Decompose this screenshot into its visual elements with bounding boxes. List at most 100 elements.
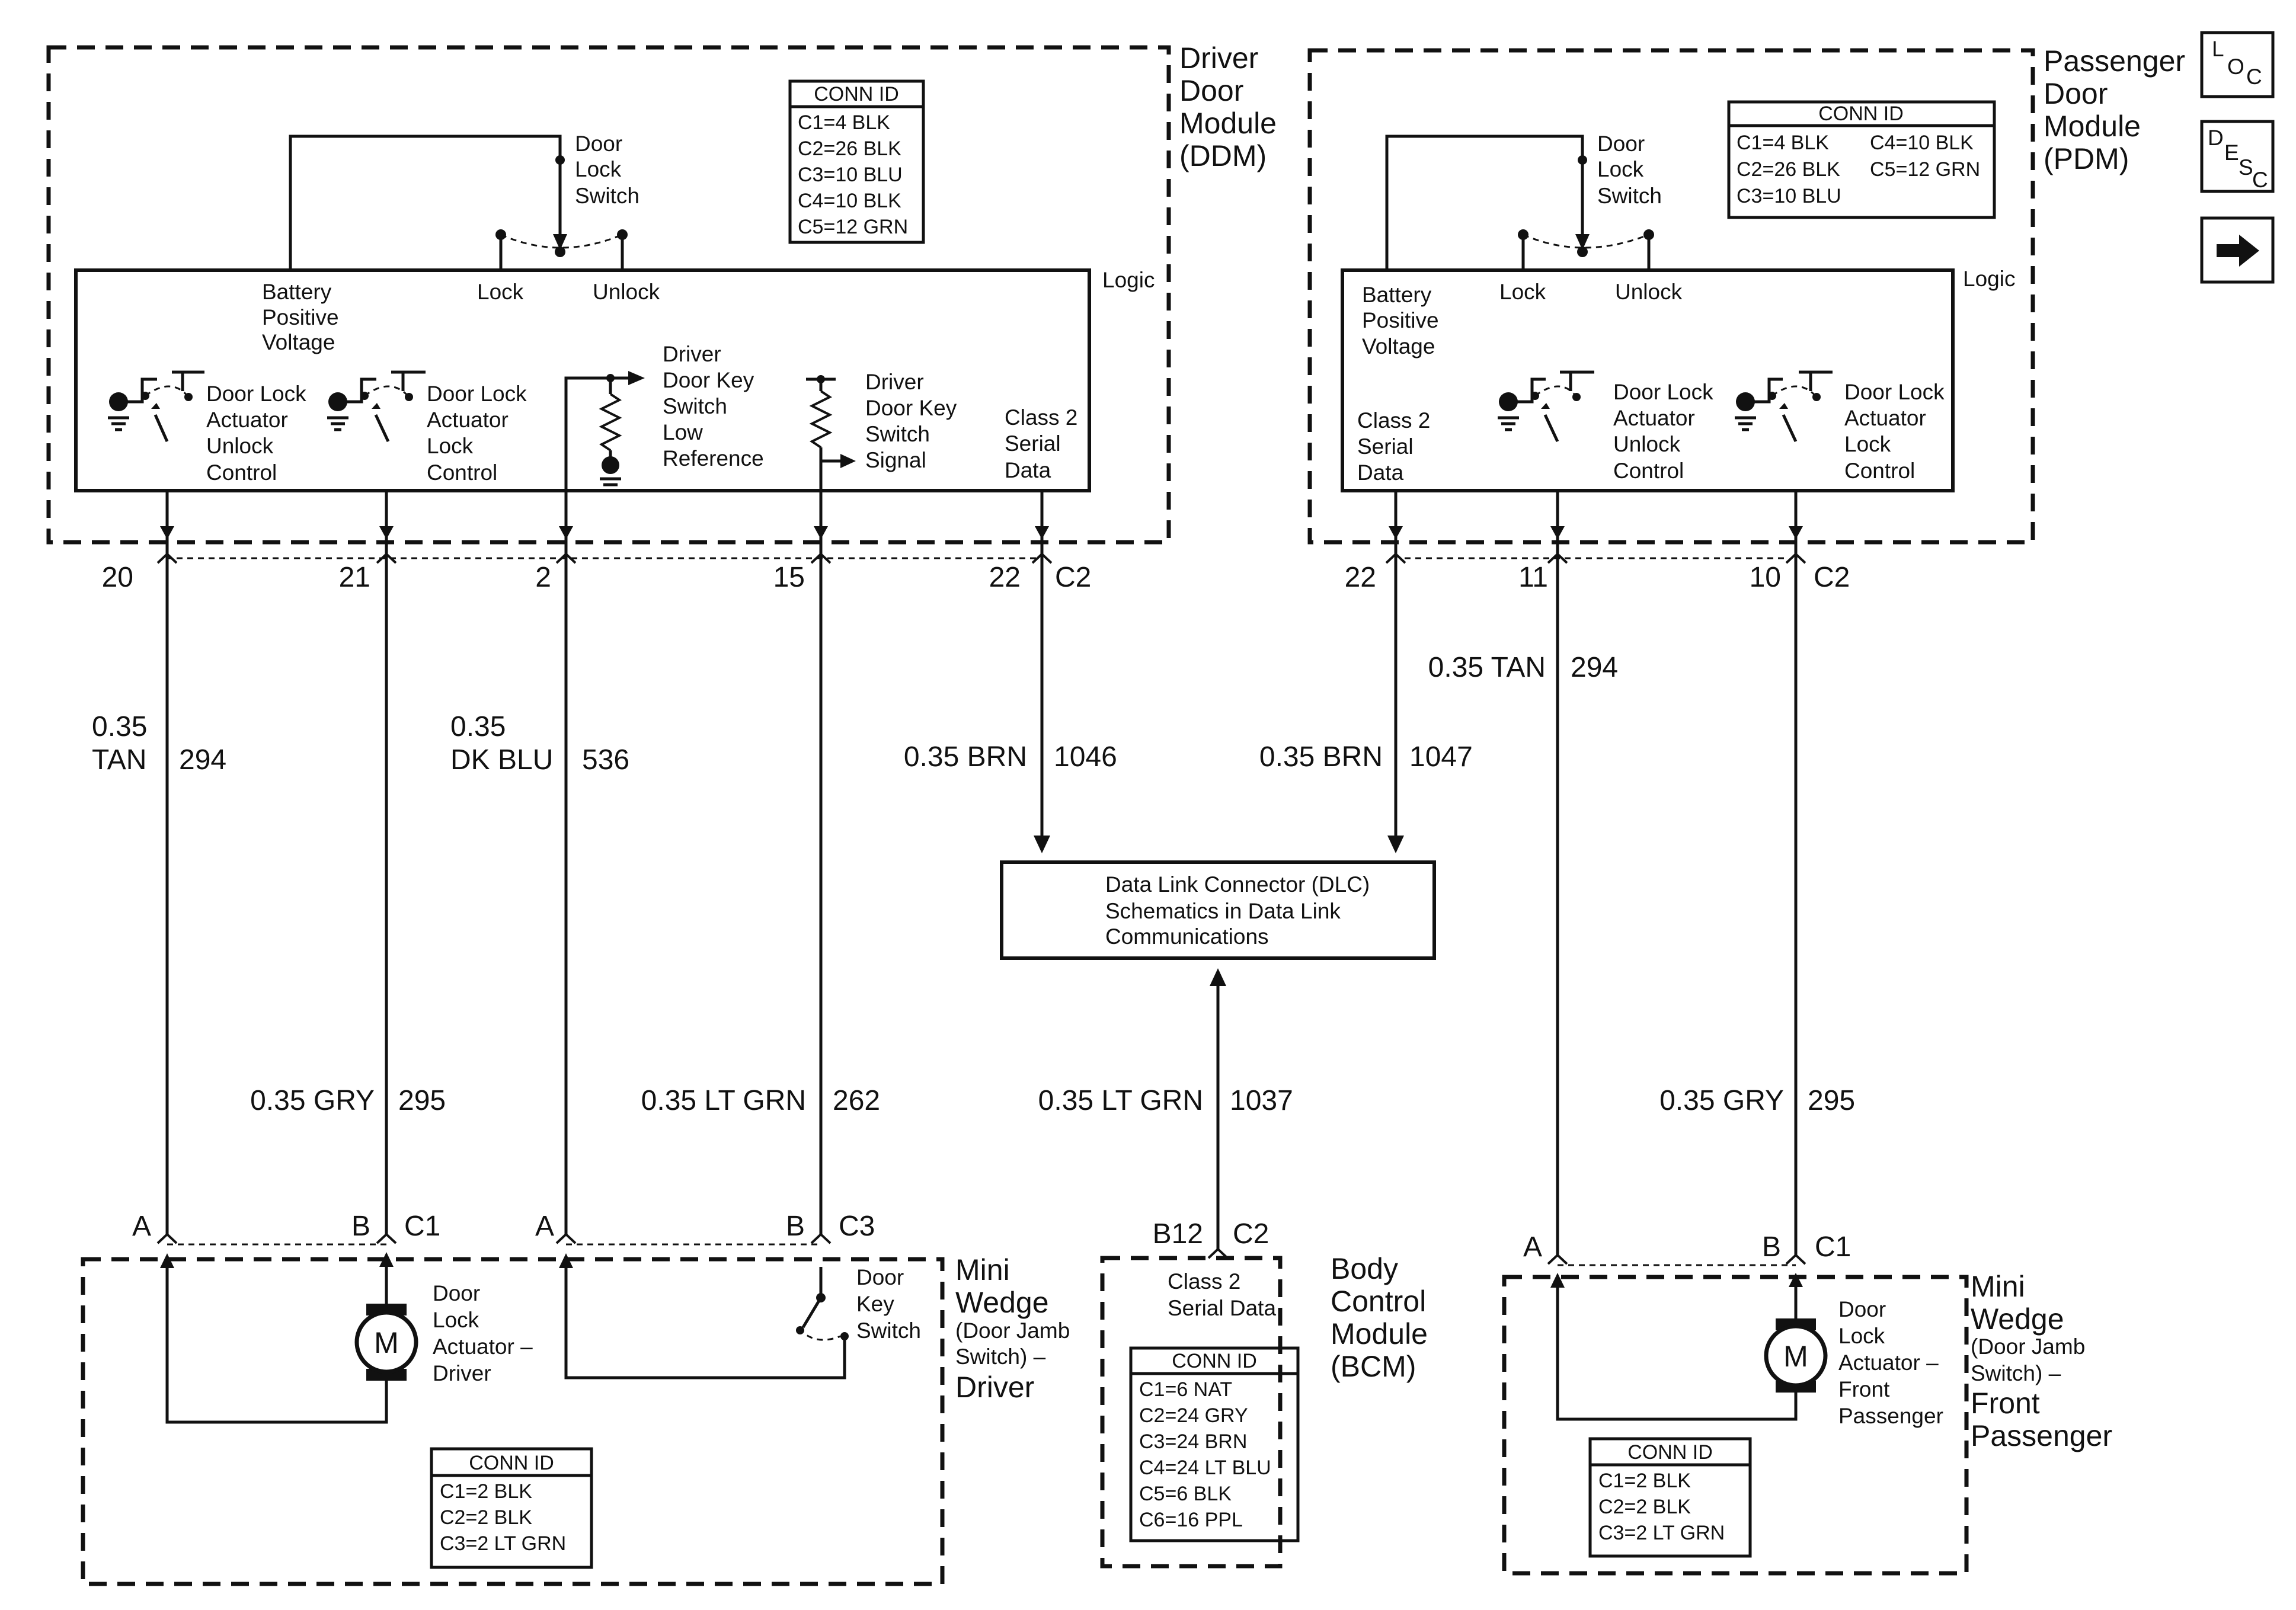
ddm-class2-3: Data [1005, 458, 1051, 482]
bcm-serial-1: Class 2 [1168, 1269, 1240, 1294]
ddm-pin-15: 15 [773, 562, 805, 593]
pdm-door-lock-switch: Door Lock Switch [1385, 132, 1662, 270]
ddm-key-low-5: Reference [663, 446, 764, 470]
ddm-lock-relay: Door Lock Actuator Lock Control [327, 370, 527, 485]
ddm-conn-row: C2=26 BLK [798, 137, 901, 160]
ddm-pin-2: 2 [535, 562, 551, 593]
wire-1047-circuit: 1047 [1409, 741, 1473, 773]
pdm-battery-1: Battery [1362, 283, 1432, 307]
ddm-unlock-relay: Door Lock Actuator Unlock Control [108, 370, 306, 485]
arrow-right-icon [2217, 235, 2259, 267]
pdm-conn-row: C4=10 BLK [1870, 132, 1974, 154]
pdm-unlock-ctrl-1: Door Lock [1613, 380, 1713, 404]
pdm-unlock-ctrl-2: Actuator [1613, 406, 1695, 430]
mwp-conn-row: C1=2 BLK [1598, 1470, 1691, 1492]
ddm-class2-2: Serial [1005, 431, 1061, 456]
desc-letter: S [2239, 155, 2253, 180]
wire-1037-circuit: 1037 [1230, 1085, 1293, 1116]
mwp-actuator-5: Passenger [1838, 1404, 1943, 1428]
mwd-actuator-3: Actuator – [433, 1334, 533, 1359]
ddm-key-low-3: Switch [663, 394, 727, 418]
wire-295r-size-color: 0.35 GRY [1659, 1085, 1784, 1116]
pdm-conn-header: CONN ID [1818, 103, 1904, 125]
pdm-lock-ctrl-2: Actuator [1844, 406, 1926, 430]
next-arrow-button[interactable] [2200, 216, 2275, 284]
ddm-lock-ctrl-2: Actuator [427, 408, 509, 432]
wire-262-size-color: 0.35 LT GRN [641, 1085, 806, 1116]
mwp-actuator-3: Actuator – [1838, 1350, 1939, 1375]
mini-wedge-passenger: A B C1 M Door Lock Actuator – Front Pass… [1502, 1231, 2112, 1576]
desc-letter: D [2208, 126, 2224, 150]
pdm-unlock-ctrl-3: Unlock [1613, 432, 1681, 456]
ddm-key-signal-2: Door Key [865, 396, 957, 420]
mwd-conn-header: CONN ID [469, 1452, 554, 1474]
mwp-title-1: Mini [1971, 1270, 2025, 1303]
ddm-title-1: Driver [1179, 41, 1258, 75]
passenger-lock-motor: M [1764, 1318, 1828, 1393]
wire-536-color: DK BLU [450, 744, 553, 776]
wire-295-left: 0.35 GRY 295 [250, 491, 446, 1267]
pdm-switch-label-3: Switch [1597, 184, 1662, 208]
ddm-conn-table: CONN ID C1=4 BLK C2=26 BLK C3=10 BLU C4=… [788, 79, 925, 244]
pdm-class2-1: Class 2 [1357, 408, 1430, 433]
pdm-class2-3: Data [1357, 460, 1404, 485]
mwp-conn-row: C3=2 LT GRN [1598, 1522, 1725, 1544]
pdm-battery-2: Positive [1362, 308, 1439, 332]
ddm-title-2: Door [1179, 74, 1243, 107]
mwd-actuator-1: Door [433, 1281, 480, 1305]
bcm-conn-header: CONN ID [1172, 1350, 1257, 1372]
mwd-pin-b2: B [786, 1211, 805, 1242]
pdm-logic-label: Logic [1963, 267, 2015, 291]
driver-door-key-switch [559, 1253, 849, 1379]
pdm-lock-ctrl-4: Control [1844, 459, 1915, 483]
dlc-line-3: Communications [1105, 924, 1269, 949]
mwd-actuator-4: Driver [433, 1361, 491, 1385]
pdm-title-4: (PDM) [2044, 142, 2129, 175]
pass-motor-label: M [1783, 1340, 1808, 1373]
pdm-title-1: Passenger [2044, 44, 2185, 78]
ddm-conn-row: C5=12 GRN [798, 216, 908, 238]
bcm-pin-b12: B12 [1153, 1218, 1203, 1250]
wire-1046-size-color: 0.35 BRN [904, 741, 1027, 773]
mwd-pin-b: B [351, 1211, 370, 1242]
desc-button[interactable]: D E S C [2200, 120, 2275, 193]
mini-wedge-driver: A B C1 A B C3 M Door Lock Actuator – Dri… [81, 1211, 1070, 1586]
mwd-title-1: Mini [955, 1253, 1010, 1286]
mwd-conn-c1: C1 [404, 1211, 440, 1242]
desc-letter: C [2252, 168, 2268, 192]
mwp-conn-header: CONN ID [1627, 1441, 1713, 1464]
pdm-logic-box [1341, 268, 1955, 492]
data-link-connector: Data Link Connector (DLC) Schematics in … [1000, 860, 1436, 960]
ddm-pin-20: 20 [102, 562, 133, 593]
mini-wedge-driver-boundary [81, 1257, 945, 1586]
pdm-pin-11: 11 [1518, 562, 1548, 593]
wire-294-left: 0.35 TAN 294 [92, 491, 226, 1244]
bcm-conn-row: C4=24 LT BLU [1139, 1457, 1271, 1479]
mwd-key-switch-1: Door [856, 1265, 904, 1289]
bcm-conn-c2: C2 [1233, 1218, 1269, 1250]
wire-262-circuit: 262 [833, 1085, 880, 1116]
ddm-conn-header: CONN ID [814, 83, 899, 105]
ddm-switch-label-1: Door [575, 132, 622, 156]
ddm-unlock-label: Unlock [593, 280, 660, 304]
bcm-serial-2: Serial Data [1168, 1296, 1276, 1320]
mwd-key-switch-2: Key [856, 1292, 894, 1316]
mwd-conn-table: CONN ID C1=2 BLK C2=2 BLK C3=2 LT GRN [430, 1447, 593, 1569]
ddm-key-signal-4: Signal [865, 448, 926, 472]
bcm-conn-row: C6=16 PPL [1139, 1509, 1243, 1531]
pdm-unlock-ctrl-4: Control [1613, 459, 1684, 483]
pdm-boundary [1307, 48, 2035, 545]
pdm-conn-row: C2=26 BLK [1737, 158, 1840, 181]
ddm-key-low-4: Low [663, 420, 703, 444]
wire-1047-size-color: 0.35 BRN [1259, 741, 1383, 773]
driver-lock-motor: M [354, 1304, 418, 1381]
loc-button[interactable]: L O C [2200, 31, 2275, 98]
ddm-conn-row: C3=10 BLU [798, 164, 903, 186]
driver-motor-label: M [374, 1326, 399, 1359]
mwp-subtitle-2: Switch) – [1971, 1361, 2061, 1385]
driver-door-module: Driver Door Module (DDM) CONN ID C1=4 BL… [46, 41, 1277, 593]
wire-1046-circuit: 1046 [1054, 741, 1117, 773]
ddm-lock-ctrl-3: Lock [427, 434, 474, 458]
mini-wedge-pass-boundary [1502, 1275, 1969, 1576]
